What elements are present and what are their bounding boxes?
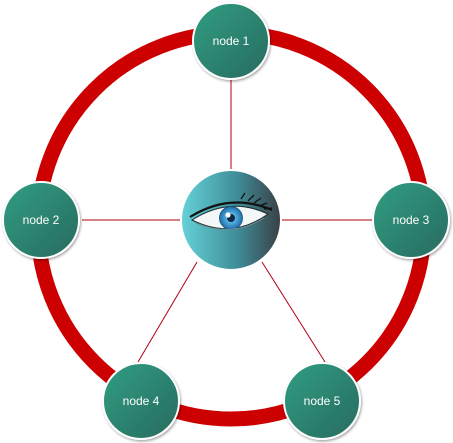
node-3[interactable]: node 3: [372, 181, 450, 259]
node-1-circle[interactable]: [192, 2, 270, 80]
node-4-label: node 4: [123, 394, 160, 408]
node-5-circle[interactable]: [283, 362, 361, 440]
eye-icon: [189, 192, 273, 230]
node-4-circle[interactable]: [102, 362, 180, 440]
spokes: [82, 80, 373, 363]
spoke-node5: [261, 261, 326, 363]
node-2[interactable]: node 2: [2, 181, 80, 259]
node-1[interactable]: node 1: [192, 2, 270, 80]
node-3-circle[interactable]: [372, 181, 450, 259]
node-4[interactable]: node 4: [102, 362, 180, 440]
node-5-label: node 5: [304, 394, 341, 408]
node-3-label: node 3: [393, 213, 430, 227]
hub: [180, 169, 282, 271]
node-5[interactable]: node 5: [283, 362, 361, 440]
node-1-label: node 1: [213, 34, 250, 48]
node-2-circle[interactable]: [2, 181, 80, 259]
spoke-node4: [137, 261, 198, 363]
node-2-label: node 2: [23, 213, 60, 227]
